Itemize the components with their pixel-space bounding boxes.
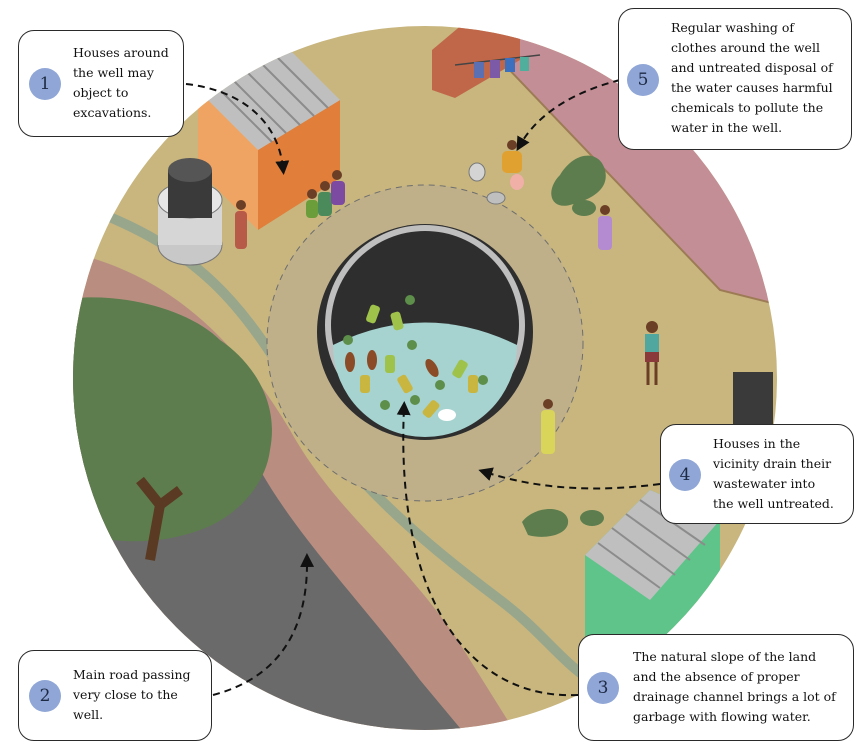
right-tank	[733, 372, 773, 432]
callout-2-line: very close to the	[73, 687, 178, 702]
garbage-in-well	[343, 295, 488, 421]
callout-3-line: and the absence of proper	[633, 669, 800, 684]
callout-4-text: Houses in the vicinity drain their waste…	[713, 434, 834, 514]
arrow-4	[478, 467, 661, 490]
callout-2-line: well.	[73, 707, 104, 722]
callout-5-line: clothes around the well	[671, 40, 820, 55]
callout-1-line: Houses around	[73, 45, 169, 60]
arrow-3	[396, 401, 579, 697]
tree-trunk	[136, 476, 183, 561]
person-woman-near-well	[541, 399, 555, 454]
tree-canopy	[73, 297, 272, 542]
callout-5-line: Regular washing of	[671, 20, 795, 35]
callout-5-text: Regular washing of clothes around the we…	[671, 18, 833, 138]
person-boy	[645, 321, 659, 385]
callout-1-line: object to	[73, 85, 129, 100]
callout-5: 5 Regular washing of clothes around the …	[618, 8, 852, 150]
person-washing-clothes	[468, 140, 524, 205]
well-water	[333, 322, 517, 437]
callout-2-number: 2	[29, 680, 61, 712]
callout-5-line: chemicals to pollute the	[671, 100, 824, 115]
person-woman-left	[235, 200, 247, 249]
callout-2: 2 Main road passing very close to the we…	[18, 650, 212, 741]
callout-1: 1 Houses around the well may object to e…	[18, 30, 184, 137]
callout-5-line: water in the well.	[671, 120, 783, 135]
callout-3-line: The natural slope of the land	[633, 649, 817, 664]
group-people	[306, 170, 345, 218]
callout-2-text: Main road passing very close to the well…	[73, 665, 191, 725]
callout-4-number: 4	[669, 459, 701, 491]
callout-1-line: excavations.	[73, 105, 152, 120]
arrow-5	[516, 79, 621, 152]
callout-2-line: Main road passing	[73, 667, 191, 682]
callout-3: 3 The natural slope of the land and the …	[578, 634, 854, 741]
callout-3-text: The natural slope of the land and the ab…	[633, 647, 836, 727]
house-orange-side	[258, 100, 340, 230]
callout-1-text: Houses around the well may object to exc…	[73, 43, 169, 123]
shrub	[522, 508, 569, 537]
callout-4-line: the well untreated.	[713, 496, 834, 511]
arrow-1	[185, 83, 290, 175]
person-woman-right	[598, 205, 612, 250]
callout-4-line: vicinity drain their	[713, 456, 832, 471]
shrub	[551, 155, 606, 206]
house-brick-top	[432, 26, 520, 98]
callout-3-number: 3	[587, 672, 619, 704]
callout-3-line: garbage with flowing water.	[633, 709, 811, 724]
callout-1-line: the well may	[73, 65, 154, 80]
callout-1-number: 1	[29, 68, 61, 100]
callout-5-line: and untreated disposal of	[671, 60, 833, 75]
callout-4-line: Houses in the	[713, 436, 801, 451]
callout-3-line: drainage channel brings a lot of	[633, 689, 836, 704]
callout-5-line: the water causes harmful	[671, 80, 833, 95]
callout-arrows	[185, 79, 661, 697]
callout-5-number: 5	[627, 64, 659, 96]
callout-4-line: wastewater into	[713, 476, 816, 491]
house-orange-front	[198, 90, 258, 230]
callout-4: 4 Houses in the vicinity drain their was…	[660, 424, 854, 524]
